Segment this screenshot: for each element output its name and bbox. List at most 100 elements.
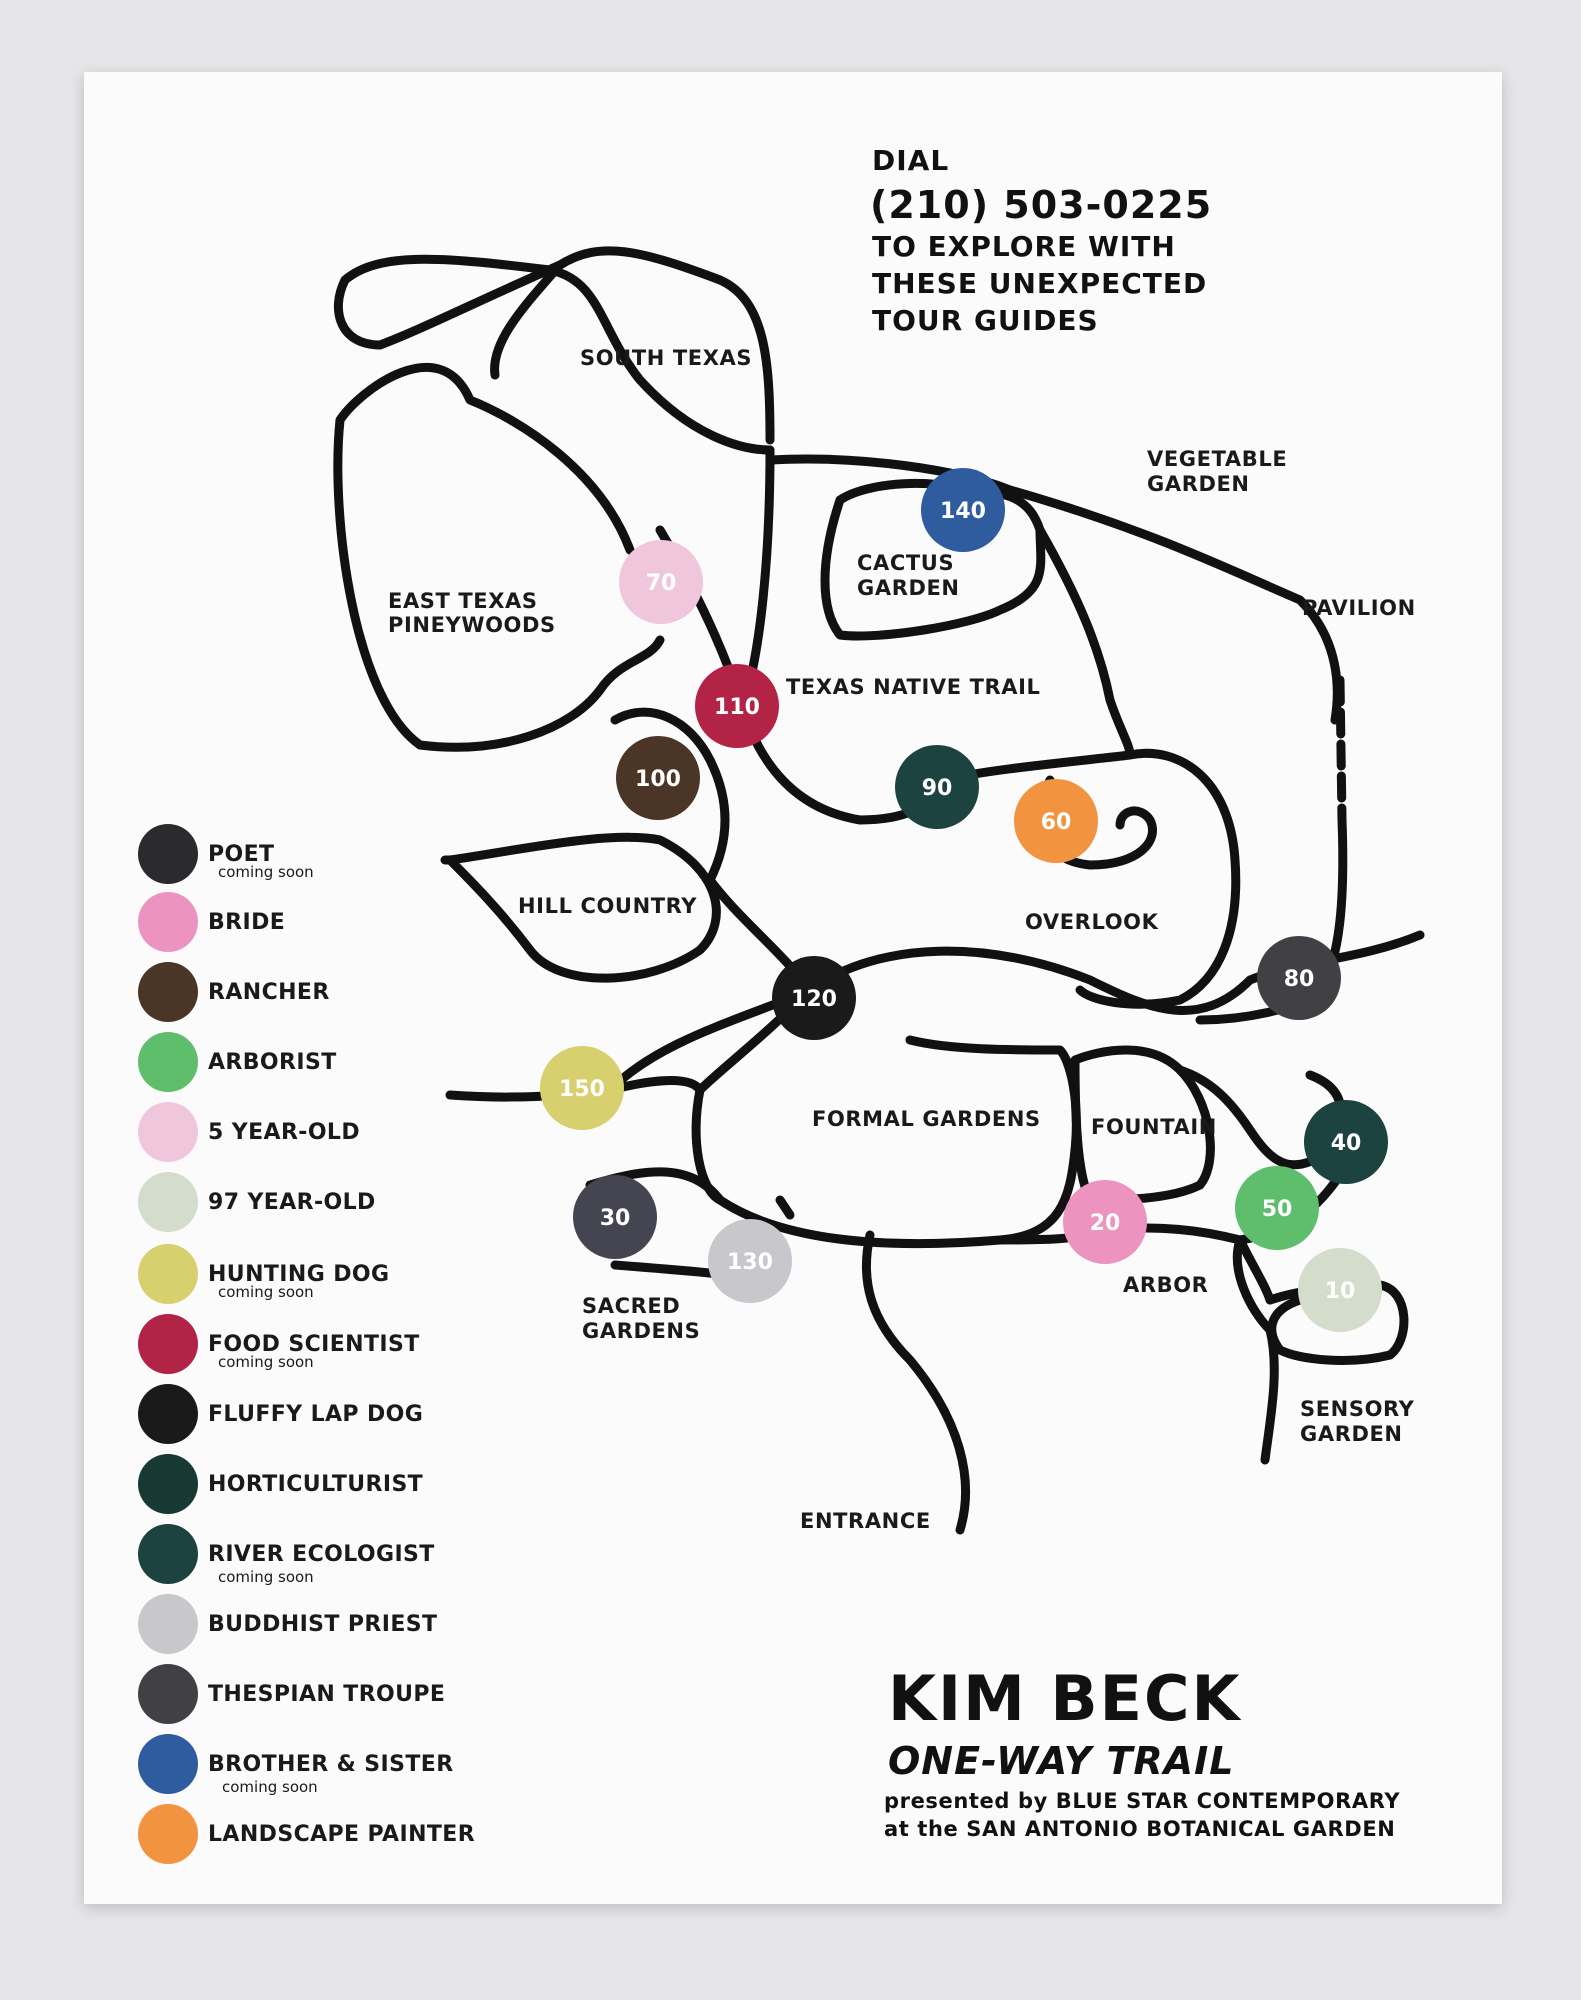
legend-label: FOOD SCIENTIST	[208, 1332, 420, 1357]
label-cactus-2: GARDEN	[857, 576, 960, 600]
stop-marker[interactable]: 80	[1257, 936, 1341, 1020]
trail-entrance	[861, 1230, 970, 1535]
header-line-3: TOUR GUIDES	[872, 304, 1099, 337]
stop-circle	[695, 664, 779, 748]
stop-marker[interactable]: 40	[1304, 1100, 1388, 1184]
stop-number: 10	[1325, 1279, 1356, 1304]
stop-marker[interactable]: 100	[616, 736, 700, 820]
legend-swatch	[138, 1314, 198, 1374]
stop-circle	[895, 745, 979, 829]
label-east-texas-1: EAST TEXAS	[388, 589, 538, 613]
stop-circle	[1298, 1248, 1382, 1332]
legend-label: BRIDE	[208, 910, 285, 935]
stop-marker[interactable]: 150	[540, 1046, 624, 1130]
legend-swatch	[138, 1454, 198, 1514]
legend-label: POET	[208, 842, 274, 867]
trail-hill-to-formal	[705, 875, 1255, 1015]
stop-circle	[772, 956, 856, 1040]
credit-line-1: presented by BLUE STAR CONTEMPORARY	[884, 1789, 1400, 1813]
legend-item: LANDSCAPE PAINTER	[138, 1804, 475, 1864]
legend-note: coming soon	[218, 863, 314, 881]
stop-circle	[1304, 1100, 1388, 1184]
label-vegetable-1: VEGETABLE	[1147, 447, 1287, 471]
legend-label: RIVER ECOLOGIST	[208, 1542, 435, 1567]
trail-pavilion-dashed	[1335, 675, 1347, 825]
stop-circle	[573, 1175, 657, 1259]
stop-circle	[1063, 1180, 1147, 1264]
label-overlook: OVERLOOK	[1025, 910, 1159, 934]
legend-swatch	[138, 1524, 198, 1584]
label-pavilion: PAVILION	[1302, 596, 1416, 620]
header-dial: DIAL	[872, 144, 949, 177]
label-sacred-1: SACRED	[582, 1294, 680, 1318]
stop-marker[interactable]: 70	[619, 540, 703, 624]
stop-number: 30	[600, 1206, 631, 1231]
label-texas-native-trail: TEXAS NATIVE TRAIL	[786, 675, 1041, 699]
stop-number: 150	[559, 1077, 605, 1102]
legend-note: coming soon	[218, 1283, 314, 1301]
trail-vegetable-loop	[765, 454, 1342, 725]
stop-marker[interactable]: 120	[772, 956, 856, 1040]
trail-east-texas-loop	[333, 362, 665, 752]
legend-label: 97 YEAR-OLD	[208, 1190, 376, 1215]
artist-name: KIM BECK	[888, 1662, 1242, 1735]
trail-hill-country-loop	[445, 832, 721, 983]
legend-item: ARBORIST	[138, 1032, 337, 1092]
stop-marker[interactable]: 90	[895, 745, 979, 829]
label-hill-country: HILL COUNTRY	[518, 894, 697, 918]
stop-circle	[1014, 779, 1098, 863]
stop-marker[interactable]: 110	[695, 664, 779, 748]
trail-formal-tick	[775, 1195, 795, 1220]
stop-marker[interactable]: 30	[573, 1175, 657, 1259]
legend-note: coming soon	[218, 1568, 314, 1586]
legend-label: THESPIAN TROUPE	[208, 1682, 445, 1707]
legend-swatch	[138, 1244, 198, 1304]
stop-number: 130	[727, 1250, 773, 1275]
trail-100-connector	[610, 707, 730, 885]
trail-sensory-in	[1235, 1235, 1275, 1305]
legend-label: HORTICULTURIST	[208, 1472, 423, 1497]
legend-swatch	[138, 1734, 198, 1794]
legend-label: BROTHER & SISTER	[208, 1752, 454, 1777]
credit-line-2: at the SAN ANTONIO BOTANICAL GARDEN	[884, 1817, 1395, 1841]
work-title: ONE-WAY TRAIL	[888, 1739, 1234, 1783]
legend-item: BRIDE	[138, 892, 285, 952]
stop-marker[interactable]: 10	[1298, 1248, 1382, 1332]
stop-number: 140	[940, 499, 986, 524]
stop-circle	[1257, 936, 1341, 1020]
legend-swatch	[138, 1384, 198, 1444]
legend-swatch	[138, 1594, 198, 1654]
legend-swatch	[138, 1032, 198, 1092]
legend-swatch	[138, 962, 198, 1022]
area-labels: SOUTH TEXAS EAST TEXAS PINEYWOODS CACTUS…	[388, 346, 1416, 1533]
label-entrance: ENTRANCE	[800, 1509, 931, 1533]
label-arbor: ARBOR	[1123, 1273, 1208, 1297]
legend-item: 97 YEAR-OLD	[138, 1172, 376, 1232]
stop-marker[interactable]: 60	[1014, 779, 1098, 863]
label-sensory-1: SENSORY	[1300, 1397, 1415, 1421]
legend-label: HUNTING DOG	[208, 1262, 389, 1287]
stop-number: 60	[1041, 810, 1072, 835]
legend-label: ARBORIST	[208, 1050, 337, 1075]
legend-swatch	[138, 1804, 198, 1864]
label-south-texas: SOUTH TEXAS	[580, 346, 752, 370]
stop-marker[interactable]: 50	[1235, 1166, 1319, 1250]
label-east-texas-2: PINEYWOODS	[388, 613, 556, 637]
legend-note: coming soon	[218, 1353, 314, 1371]
legend-item: FLUFFY LAP DOG	[138, 1384, 423, 1444]
legend-label: RANCHER	[208, 980, 330, 1005]
legend-item: RANCHER	[138, 962, 330, 1022]
stop-number: 20	[1090, 1211, 1121, 1236]
legend-item: BUDDHIST PRIEST	[138, 1594, 437, 1654]
stop-marker[interactable]: 20	[1063, 1180, 1147, 1264]
legend-swatch	[138, 1102, 198, 1162]
stop-number: 90	[922, 776, 953, 801]
stop-marker[interactable]: 130	[708, 1219, 792, 1303]
stop-circle	[708, 1219, 792, 1303]
stop-marker[interactable]: 140	[921, 468, 1005, 552]
stop-circle	[616, 736, 700, 820]
